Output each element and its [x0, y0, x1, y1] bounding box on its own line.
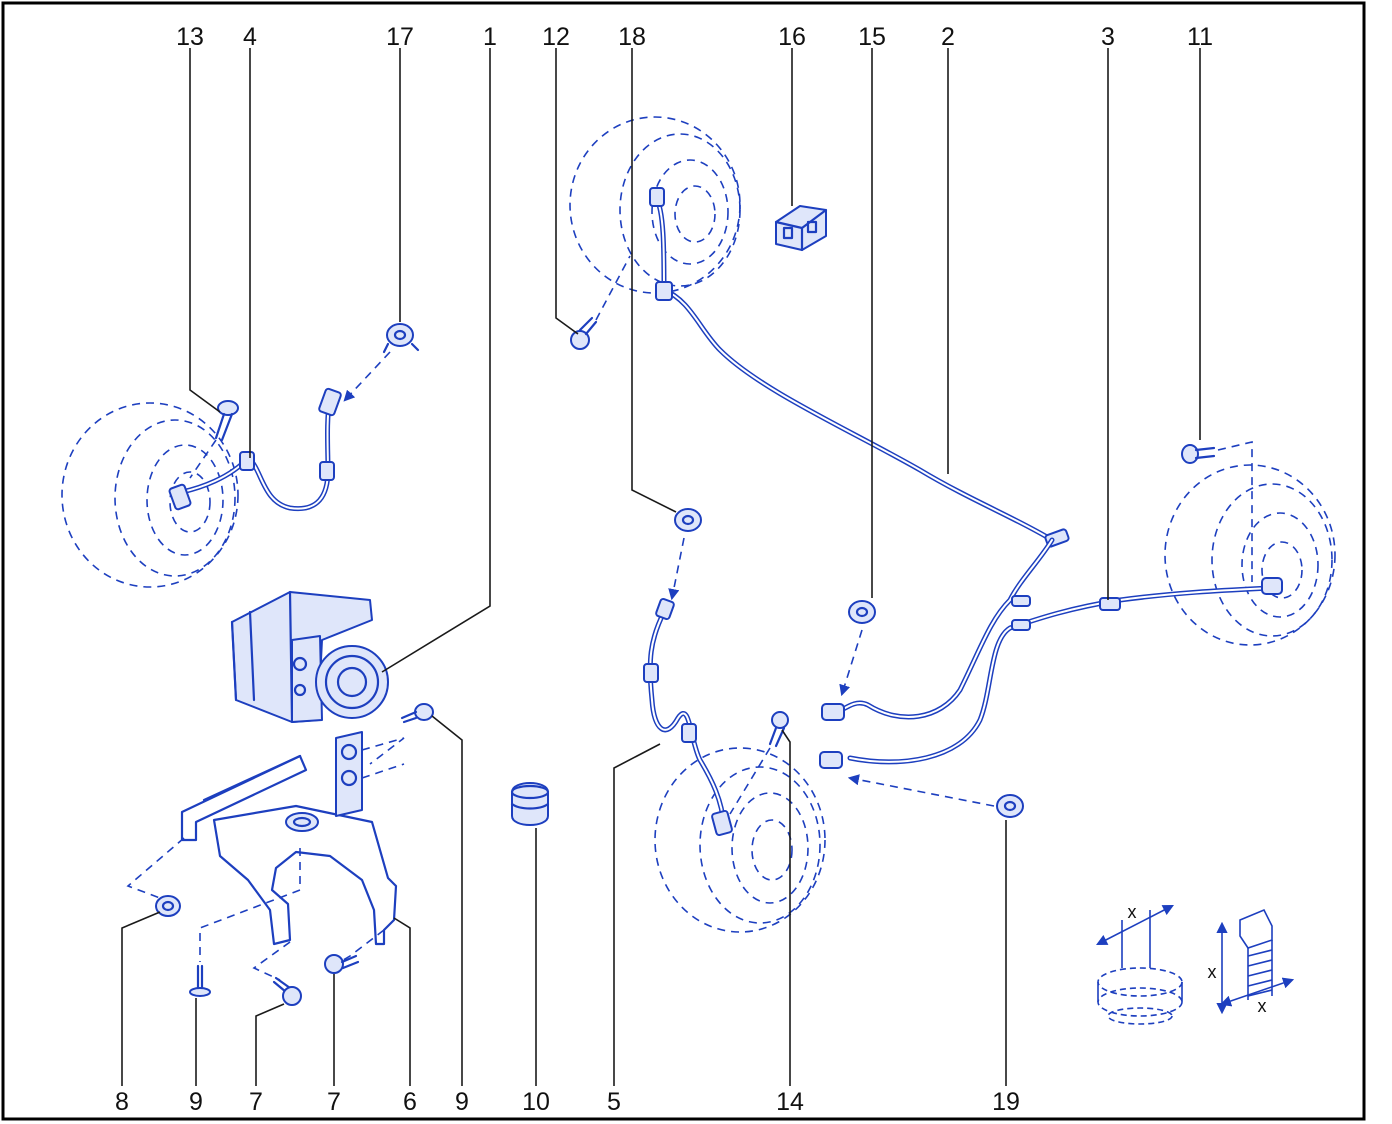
callout-8: 8 — [115, 1088, 129, 1116]
clip-19 — [996, 794, 1024, 818]
callout-17: 17 — [386, 23, 414, 51]
rear-right-wheel — [1164, 464, 1336, 646]
callout-10: 10 — [522, 1088, 550, 1116]
callout-6: 6 — [403, 1088, 417, 1116]
rear-left-sensor-harness-5 — [643, 597, 733, 837]
rear-left-wheel — [654, 747, 826, 933]
callout-16: 16 — [778, 23, 806, 51]
clip-15 — [848, 600, 876, 624]
rear-brake-pipes-3 — [819, 537, 1283, 769]
bolt-14 — [768, 711, 789, 748]
nut-8 — [155, 895, 181, 917]
callout-3: 3 — [1101, 23, 1115, 51]
bolt-12 — [570, 316, 598, 350]
bolt-9-upper — [400, 703, 434, 724]
rubber-mount-10 — [510, 782, 550, 826]
leader-lines — [121, 48, 1201, 1086]
callout-18: 18 — [618, 23, 646, 51]
callout-7-left: 7 — [249, 1088, 263, 1116]
stud-9-lower — [189, 964, 211, 997]
diagram-border — [1, 1, 1366, 1121]
front-left-wheel-speed-sensor-harness — [168, 387, 342, 512]
callout-19: 19 — [992, 1088, 1020, 1116]
tightening-detail-bolt — [1216, 908, 1295, 1015]
callout-1: 1 — [483, 23, 497, 51]
callout-2: 2 — [941, 23, 955, 51]
abs-hydraulic-unit — [230, 590, 389, 723]
bolt-7-left — [272, 976, 302, 1006]
callouts-bottom: 8 9 7 7 6 9 10 5 14 19 — [115, 1088, 1020, 1116]
clip-18 — [674, 508, 702, 532]
callout-5: 5 — [607, 1088, 621, 1116]
dimension-x-bolt-height: x — [1208, 962, 1217, 982]
callout-12: 12 — [542, 23, 570, 51]
callout-9-right: 9 — [455, 1088, 469, 1116]
callout-14: 14 — [776, 1088, 804, 1116]
callout-7-right: 7 — [327, 1088, 341, 1116]
connector-block-16 — [774, 205, 828, 252]
clip-17 — [382, 323, 420, 354]
callouts-top: 13 4 17 1 12 18 16 15 2 3 11 — [176, 23, 1213, 51]
dimension-x-nut: x — [1128, 902, 1137, 922]
abs-mounting-bracket — [180, 731, 398, 946]
callout-15: 15 — [858, 23, 886, 51]
front-right-sensor-and-pipe-2 — [649, 187, 1070, 548]
front-left-wheel — [61, 402, 239, 588]
tightening-detail-nut — [1096, 904, 1183, 1025]
bolt-13 — [214, 400, 239, 442]
bolt-11 — [1181, 444, 1216, 464]
callout-11: 11 — [1187, 23, 1213, 51]
front-right-wheel — [569, 116, 741, 294]
bolt-7-right — [324, 954, 360, 974]
callout-9-left: 9 — [189, 1088, 203, 1116]
callout-4: 4 — [243, 23, 257, 51]
dimension-x-bolt-width: x — [1258, 996, 1267, 1016]
callout-13: 13 — [176, 23, 204, 51]
